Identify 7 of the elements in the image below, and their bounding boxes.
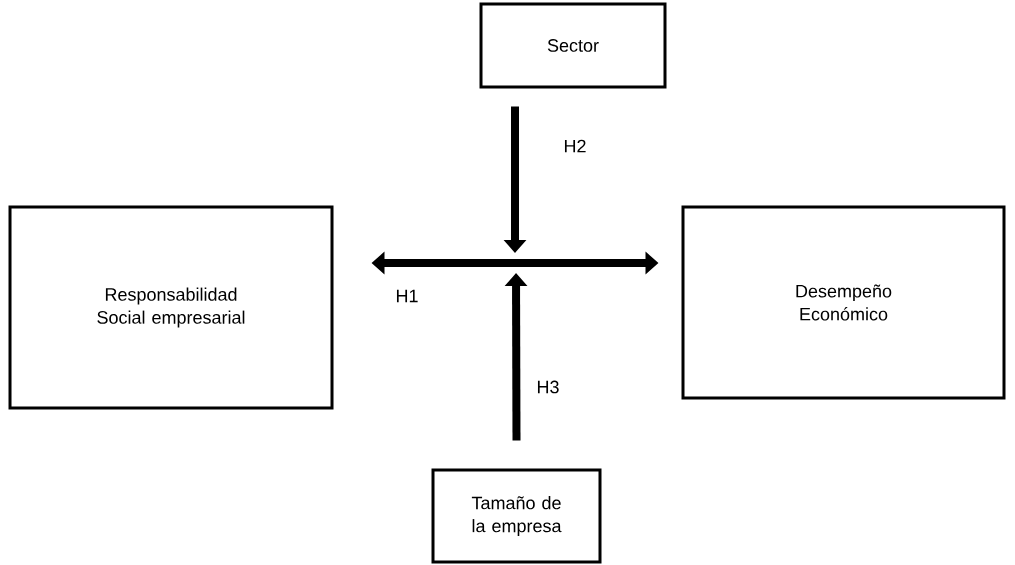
text-box: Tamaño de la empresa	[431, 468, 602, 564]
edge-label: H1	[394, 288, 420, 304]
edge-label: H3	[535, 379, 561, 395]
edge-label: H2	[562, 138, 588, 154]
text-box: Desempeño Económico	[681, 205, 1006, 400]
text-box: Responsabilidad Social empresarial	[8, 205, 334, 410]
text-box: Sector	[479, 2, 667, 89]
